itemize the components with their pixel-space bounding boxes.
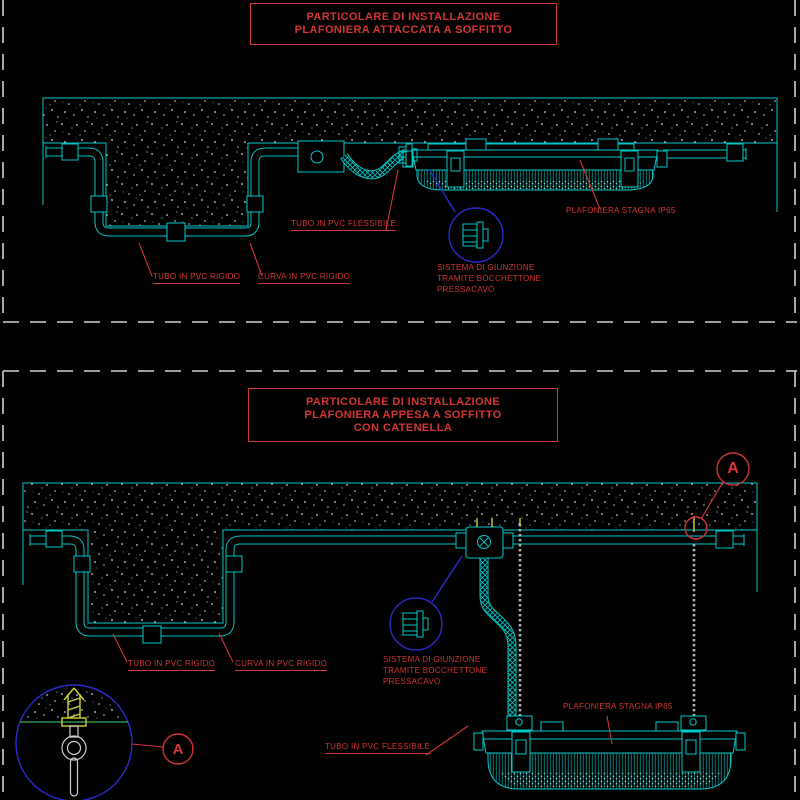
sheet2-title-line1: PARTICOLARE DI INSTALLAZIONE — [305, 395, 501, 408]
junction-detail-circle-2 — [389, 555, 463, 651]
giunzione-line1: SISTEMA DI GIUNZIONE — [437, 263, 535, 272]
ceiling-slab-2 — [22, 482, 758, 624]
label-plafoniera-stagna-2: PLAFONIERA STAGNA IP65 — [563, 702, 673, 711]
label-curva-pvc-rigido-2: CURVA IN PVC RIGIDO — [235, 659, 328, 671]
label-tubo-pvc-rigido-1: TUBO IN PVC RIGIDO — [153, 272, 241, 284]
rigid-conduit-2 — [29, 530, 745, 644]
giunzione-line2: TRAMITE BOCCHETTONE — [383, 666, 488, 675]
junction-box-2 — [455, 518, 514, 559]
sheet1-title-box: PARTICOLARE DI INSTALLAZIONE PLAFONIERA … — [250, 3, 557, 45]
junction-detail-circle-1 — [428, 168, 504, 263]
rigid-conduit-1 — [45, 143, 747, 242]
label-plafoniera-stagna-1: PLAFONIERA STAGNA IP65 — [566, 206, 676, 215]
expansion-anchor — [61, 687, 87, 727]
detail-marker-a-top: A — [727, 460, 739, 477]
sheet2-title-box: PARTICOLARE DI INSTALLAZIONE PLAFONIERA … — [248, 388, 558, 442]
cable-gland-connector-1 — [398, 143, 418, 167]
detail-marker-a-bottom: A — [172, 740, 184, 758]
pull-box-1 — [297, 140, 345, 173]
light-fixture-2 — [473, 715, 746, 790]
giunzione-line2: TRAMITE BOCCHETTONE — [437, 274, 542, 283]
chains — [518, 516, 696, 716]
giunzione-line1: SISTEMA DI GIUNZIONE — [383, 655, 481, 664]
leader-lines-2 — [112, 632, 613, 756]
flexible-conduit-2 — [479, 558, 517, 716]
light-fixture-1 — [398, 138, 668, 191]
sheet2-title-line3: CON CATENELLA — [353, 421, 453, 434]
label-curva-pvc-rigido-1: CURVA IN PVC RIGIDO — [258, 272, 351, 284]
sheet1-title-line1: PARTICOLARE DI INSTALLAZIONE — [306, 11, 501, 23]
detail-balloons — [131, 452, 750, 765]
label-sistema-giunzione-1: SISTEMA DI GIUNZIONE TRAMITE BOCCHETTONE… — [437, 262, 541, 295]
giunzione-line3: PRESSACAVO — [383, 677, 441, 686]
giunzione-line3: PRESSACAVO — [437, 285, 495, 294]
label-tubo-pvc-flessibile-2: TUBO IN PVC FLESSIBILE — [325, 742, 430, 754]
sheet2-title-line2: PLAFONIERA APPESA A SOFFITTO — [304, 408, 502, 421]
label-tubo-pvc-flessibile-1: TUBO IN PVC FLESSIBILE — [291, 219, 396, 231]
hook-detail-a — [15, 684, 133, 800]
label-tubo-pvc-rigido-2: TUBO IN PVC RIGIDO — [128, 659, 216, 671]
label-sistema-giunzione-2: SISTEMA DI GIUNZIONE TRAMITE BOCCHETTONE… — [383, 654, 487, 687]
sheet1-title-line2: PLAFONIERA ATTACCATA A SOFFITTO — [294, 24, 513, 36]
leader-lines-1 — [138, 159, 601, 277]
flexible-conduit-1 — [340, 148, 408, 180]
eyelet-hook — [61, 725, 87, 797]
ceiling-slab-1 — [42, 97, 778, 227]
